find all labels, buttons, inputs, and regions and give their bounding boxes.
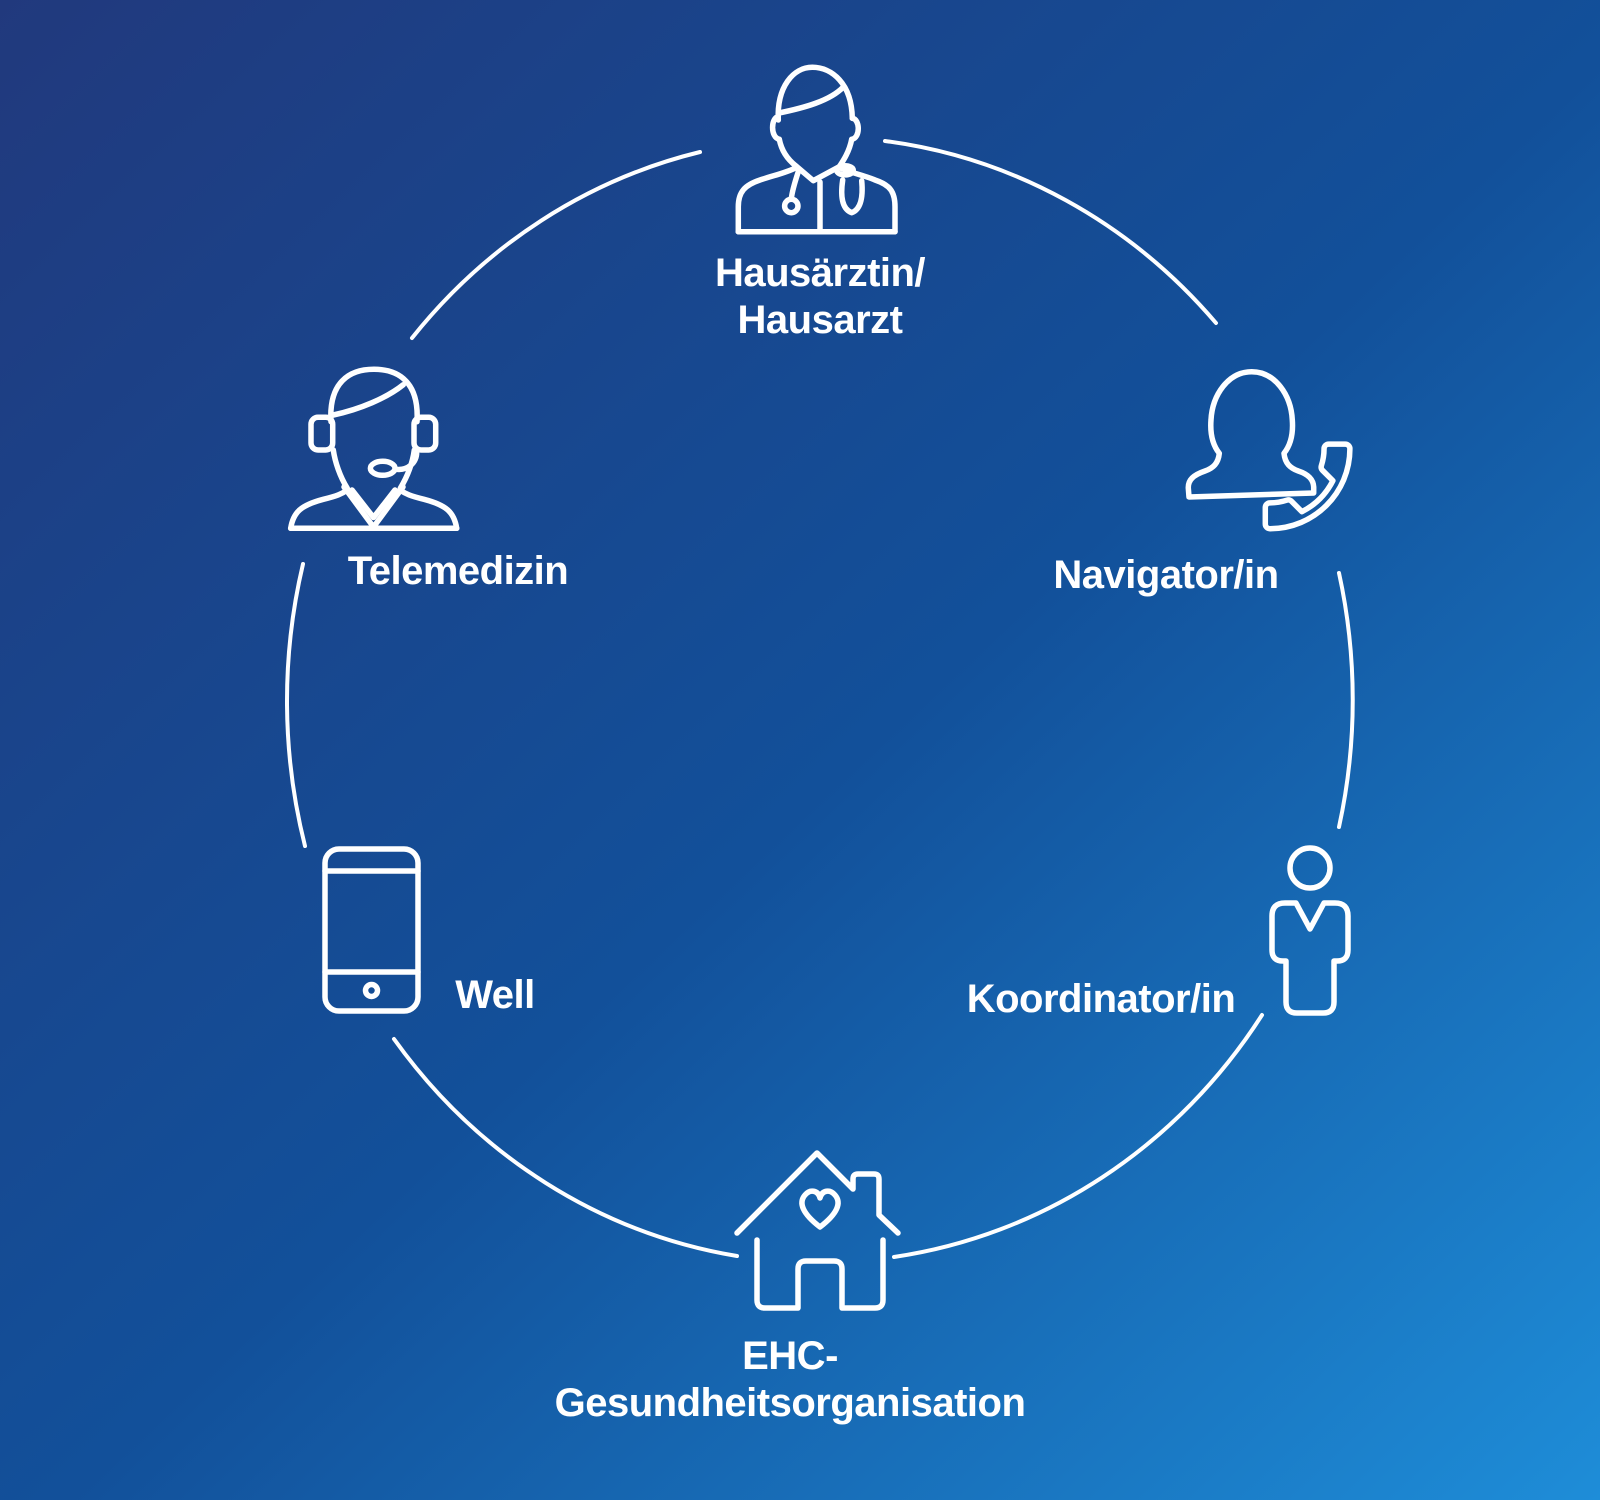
house-heart-icon [734, 1150, 901, 1311]
arc-house-to-well [392, 1037, 739, 1258]
label-line: Navigator/in [1053, 553, 1279, 597]
headset-agent-icon [287, 366, 460, 532]
person-phone-icon [1185, 368, 1353, 532]
label-hausarzt: Hausärztin/ Hausarzt [570, 250, 1070, 344]
label-line: Hausärztin/ [714, 251, 926, 295]
label-line: Koordinator/in [966, 977, 1236, 1021]
arc-telemedizin-to-doctor [410, 150, 702, 340]
person-icon [1269, 845, 1351, 1016]
label-navigator: Navigator/in [966, 552, 1366, 599]
label-line: Well [455, 973, 535, 1017]
label-line: Telemedizin [347, 549, 569, 593]
label-line: EHC- [742, 1334, 838, 1378]
label-koordinator: Koordinator/in [901, 976, 1301, 1023]
label-line: Gesundheitsorganisation [554, 1381, 1026, 1425]
label-ehc: EHC- Gesundheitsorganisation [490, 1333, 1090, 1427]
smartphone-icon [322, 846, 421, 1014]
phone-handset-icon [1262, 441, 1353, 532]
doctor-icon [735, 64, 898, 235]
connection-ring [285, 139, 1355, 1259]
arc-koordinator-to-house [892, 1013, 1264, 1259]
heart-icon [799, 1188, 841, 1230]
label-well: Well [345, 972, 645, 1019]
arc-well-to-telemedizin [285, 562, 307, 848]
label-line: Hausarzt [737, 298, 903, 342]
arc-doctor-to-navigator [883, 139, 1218, 325]
label-telemedizin: Telemedizin [258, 548, 658, 595]
arc-navigator-to-koordinator [1337, 571, 1355, 829]
